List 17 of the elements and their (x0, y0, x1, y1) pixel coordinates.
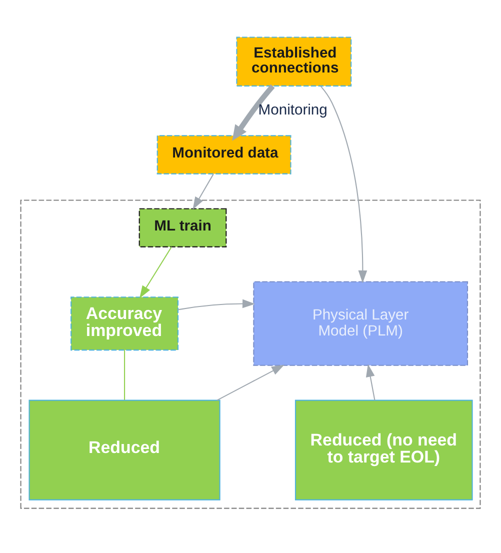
cluster (20, 199, 481, 508)
arrow (320, 85, 368, 283)
node-box: ML train (138, 208, 227, 247)
arrow (192, 173, 214, 210)
arrow (216, 364, 284, 400)
edge-label: Monitoring (258, 102, 328, 118)
arrow (232, 84, 275, 140)
node-box: Accuracy improved (70, 296, 179, 350)
arrow (366, 364, 376, 400)
arrow (140, 246, 172, 298)
node-box: Physical Layer Model (PLM) (253, 280, 468, 366)
connector (124, 350, 126, 400)
node-box: Established connections (236, 36, 352, 86)
arrow (178, 298, 256, 310)
node-box: Reduced (no need to target EOL) (294, 399, 473, 500)
node-box: Monitored data (156, 134, 292, 174)
node-box: Reduced (28, 399, 220, 500)
